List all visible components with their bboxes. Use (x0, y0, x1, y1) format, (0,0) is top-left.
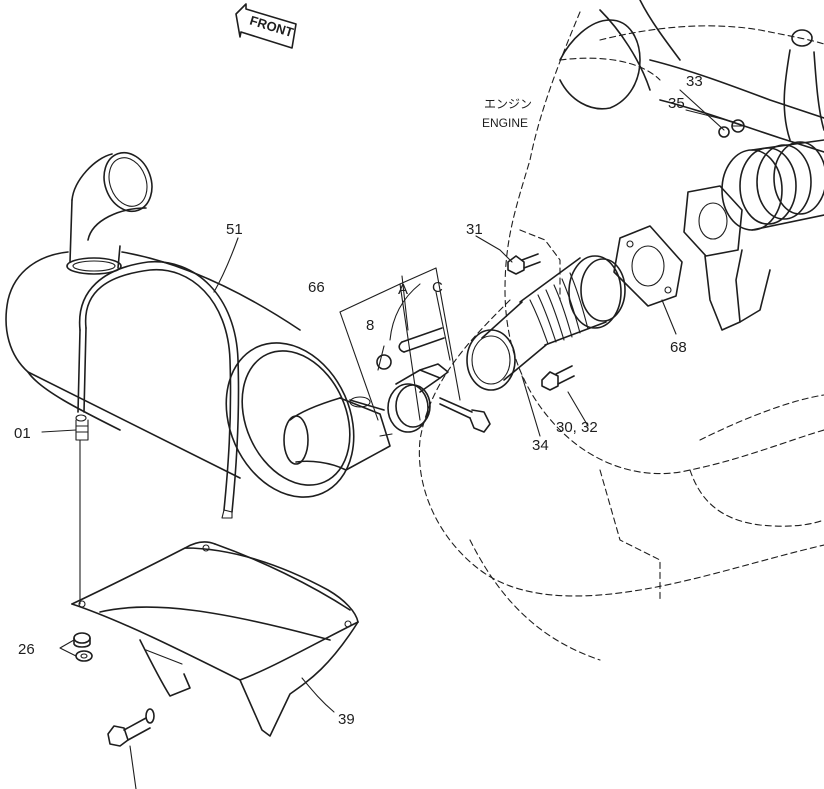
callout-01: 01 (14, 425, 31, 442)
gasket-68 (613, 225, 683, 307)
leader-lines (41, 89, 735, 713)
callout-33: 33 (686, 73, 703, 90)
heat-shield-39 (71, 541, 359, 737)
callout-c: C (432, 279, 443, 296)
callout-a: A (398, 281, 408, 298)
bolt-washer-bottom (107, 708, 155, 789)
callout-8: 8 (366, 317, 374, 334)
nuts-26 (73, 632, 93, 662)
engine-label-en: ENGINE (482, 116, 528, 130)
callout-26: 26 (18, 641, 35, 658)
clamp-66 (339, 267, 491, 433)
engine-outline (418, 11, 824, 661)
engine-manifold (559, 0, 824, 331)
callout-39: 39 (338, 711, 355, 728)
callout-35: 35 (668, 95, 685, 112)
callout-30-32: 30, 32 (556, 419, 598, 436)
callout-66: 66 (308, 279, 325, 296)
callout-34: 34 (532, 437, 549, 454)
callout-51: 51 (226, 221, 243, 238)
bolt-31 (507, 253, 541, 275)
muffler-51 (5, 151, 393, 519)
front-arrow-icon: FRONT (235, 3, 297, 49)
callout-31: 31 (466, 221, 483, 238)
flex-pipe-34 (466, 255, 626, 391)
engine-label-jp: エンジン (484, 97, 532, 111)
bolt-30-32 (541, 365, 575, 391)
callout-68: 68 (670, 339, 687, 356)
